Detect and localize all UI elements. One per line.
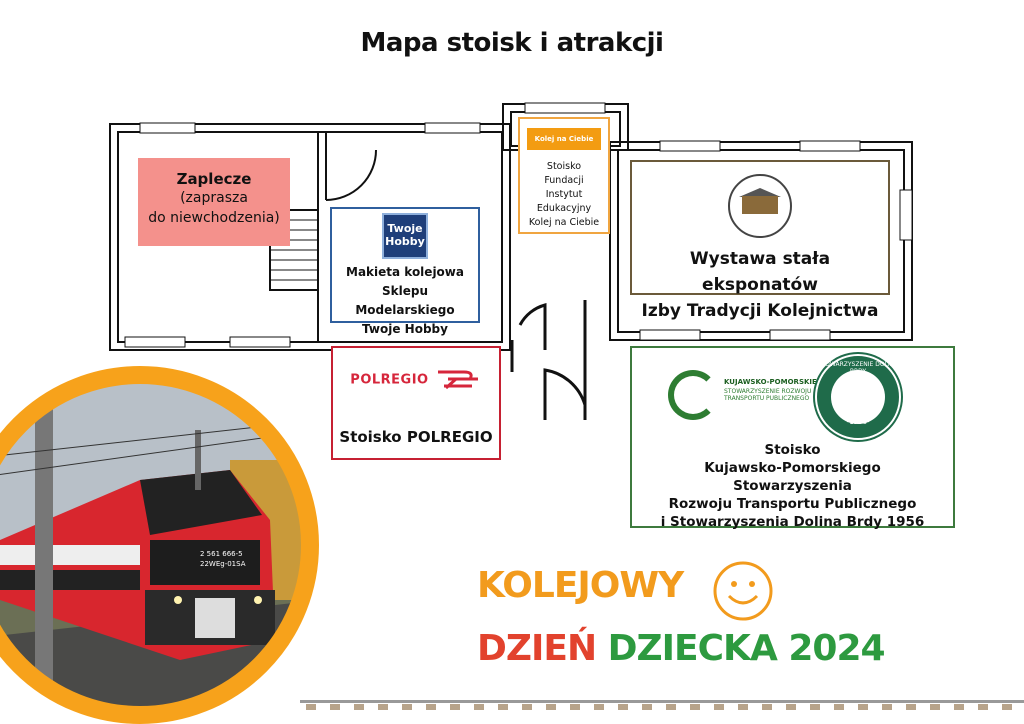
twoje-hobby-logo-line2: Hobby — [385, 235, 425, 248]
stand-wystawa: Wystawa stała eksponatów Izby Tradycji K… — [630, 160, 890, 321]
right-wing-wall — [609, 141, 913, 341]
kp-line4: Rozwoju Transportu Publicznego — [668, 496, 917, 512]
zaplecze-line2: do niewchodzenia) — [148, 210, 280, 226]
kp-logo-sub1: STOWARZYSZENIE ROZWOJU — [724, 388, 812, 395]
zaplecze-line1: (zaprasza — [180, 190, 248, 206]
zaplecze-heading: Zaplecze — [176, 170, 252, 188]
wystawa-line2: Izby Tradycji Kolejnictwa — [641, 301, 879, 321]
fundacja-line1: Stoisko — [546, 161, 582, 172]
fundacja-line3: Instytut Edukacyjny — [536, 189, 592, 214]
dolina-brdy-logo-icon: STOWARZYSZENIE DOLINA BRDY -1956- — [815, 354, 901, 440]
train-number: 2 561 666-5 — [200, 550, 243, 558]
kp-line5: i Stowarzyszenia Dolina Brdy 1956 — [660, 514, 925, 530]
wystawa-line1: Wystawa stała eksponatów — [689, 249, 831, 295]
event-word-dzien: DZIEŃ — [477, 628, 597, 669]
twoje-hobby-line3: Twoje Hobby — [362, 322, 448, 336]
stand-kujawsko-pomorskie: KUJAWSKO-POMORSKIE STOWARZYSZENIE ROZWOJ… — [630, 346, 955, 530]
polregio-mark-icon — [437, 370, 478, 390]
twoje-hobby-logo-line1: Twoje — [387, 222, 423, 235]
train-code: 22WEg-01SA — [200, 560, 246, 568]
event-word-dziecka: DZIECKA 2024 — [607, 628, 886, 669]
twoje-hobby-logo: Twoje Hobby — [382, 213, 428, 259]
twoje-hobby-line2: Sklepu Modelarskiego — [355, 284, 455, 317]
kp-line1: Stoisko — [764, 442, 821, 458]
entrance-door-left — [518, 303, 547, 350]
stand-fundacja: Kolej na Ciebie Stoisko Fundacji Instytu… — [518, 117, 610, 234]
dolina-brdy-year: -1956- — [846, 418, 870, 426]
page-title: Mapa stoisk i atrakcji — [360, 28, 664, 58]
event-title-line2: DZIEŃ DZIECKA 2024 — [477, 628, 886, 669]
kolej-na-ciebie-logo: Kolej na Ciebie — [527, 128, 601, 150]
stand-polregio: POLREGIO Stoisko POLREGIO — [331, 346, 501, 460]
entrance-door-right — [543, 368, 587, 420]
polregio-logo-text: POLREGIO — [350, 372, 429, 388]
twoje-hobby-line1: Makieta kolejowa — [346, 265, 464, 279]
event-word-kolejowy: KOLEJOWY — [477, 565, 684, 606]
kp-line3: Stowarzyszenia — [733, 478, 852, 494]
kujawsko-pomorskie-logo-icon — [668, 370, 718, 420]
kp-logo-title: KUJAWSKO-POMORSKIE — [724, 378, 817, 386]
smiley-icon — [713, 561, 773, 621]
kp-logo-sub2: TRANSPORTU PUBLICZNEGO — [724, 395, 810, 402]
fundacja-line4: Kolej na Ciebie — [528, 217, 600, 228]
door-arc — [325, 149, 377, 201]
stand-twoje-hobby: Twoje Hobby Makieta kolejowa Sklepu Mode… — [330, 207, 480, 336]
fundacja-line2: Fundacji — [544, 175, 584, 186]
train-photo — [0, 375, 310, 715]
left-wing-wall — [109, 123, 511, 351]
rail-track — [300, 700, 1024, 710]
kp-line2: Kujawsko-Pomorskiego — [704, 460, 881, 476]
room-zaplecze: Zaplecze (zaprasza do niewchodzenia) — [138, 158, 290, 246]
polregio-logo: POLREGIO — [333, 368, 499, 394]
train-photo-frame — [0, 366, 319, 724]
izba-tradycji-seal-icon — [728, 174, 792, 238]
polregio-label: Stoisko POLREGIO — [339, 428, 493, 446]
